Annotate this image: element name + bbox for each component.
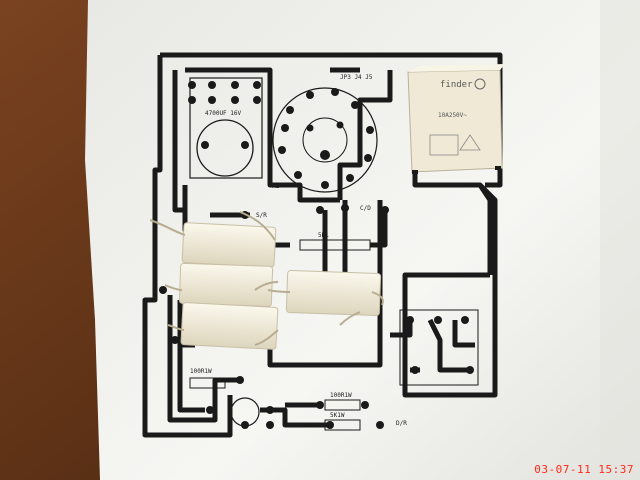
photo-timestamp: 03-07-11 15:37	[534, 463, 634, 476]
tag-r1: R1	[272, 183, 280, 190]
rotary-switch-footprint	[272, 87, 378, 193]
cap-label: 4700UF 16V	[205, 110, 242, 117]
ceramic-resistors	[178, 222, 382, 350]
resistor-leads	[149, 211, 384, 346]
small-pads	[159, 204, 474, 429]
tag-dr: D/R	[396, 420, 407, 427]
relay-rating-label: 10A250V~	[438, 112, 467, 119]
relay-brand-label: finder	[440, 80, 473, 90]
resistor-100r-label-b: 100R1W	[330, 392, 352, 399]
small-resistors	[189, 239, 371, 431]
output-connector-footprint	[399, 309, 479, 386]
tag-cd: C/D	[360, 205, 371, 212]
capacitor-footprint	[188, 77, 263, 179]
tag-sr: S/R	[256, 212, 267, 219]
transistor-footprint	[230, 397, 260, 427]
connector-label: JP3 J4 J5	[340, 74, 373, 81]
resistor-5k1w-label: 5K1W	[330, 412, 345, 419]
resistor-100r-label-a: 100R1W	[190, 368, 212, 375]
paper-shadow-right	[600, 0, 640, 480]
relay	[407, 64, 505, 174]
resistor-5k1-label: 5K1	[318, 232, 329, 239]
